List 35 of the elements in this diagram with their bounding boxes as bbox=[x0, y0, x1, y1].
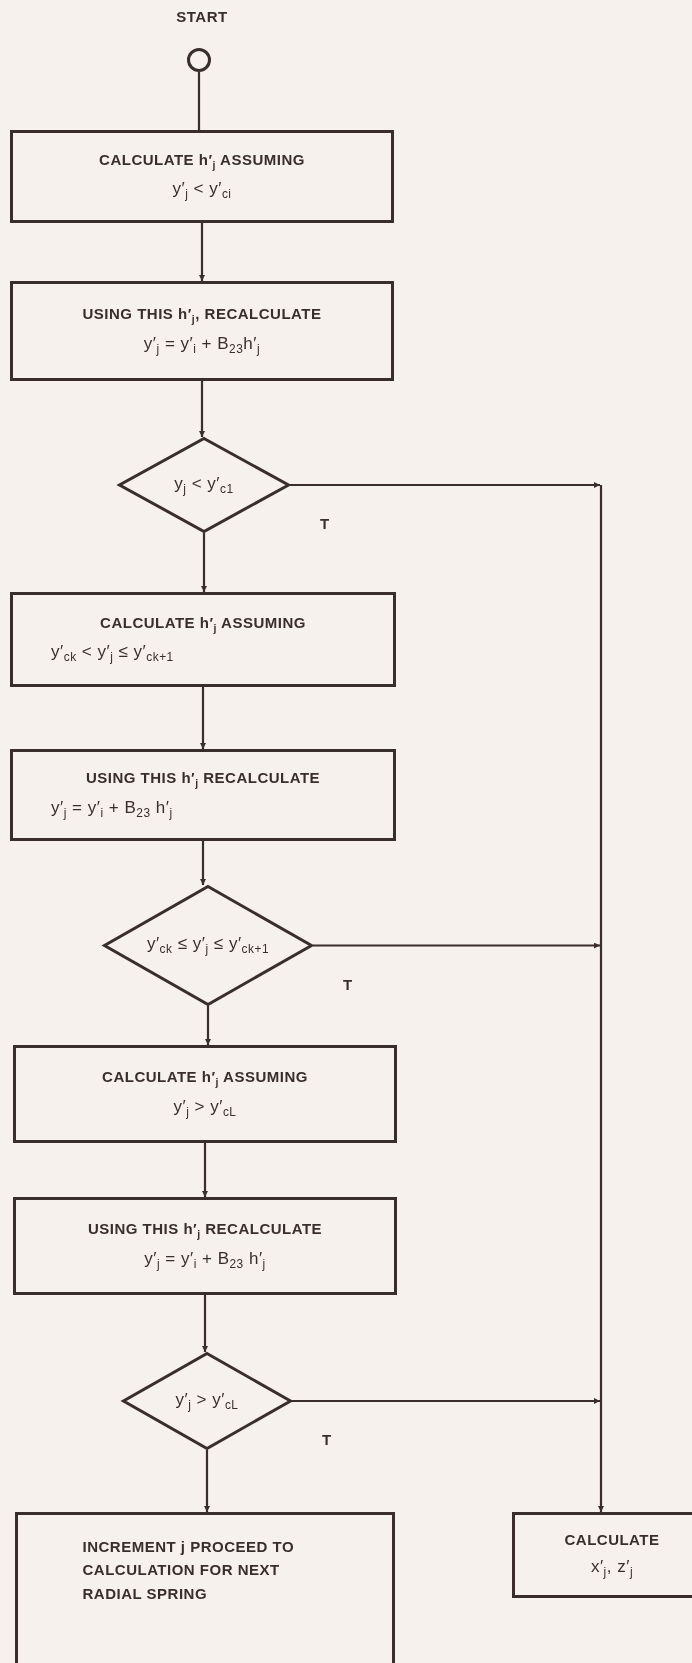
formula-text: y′$_{j}$ = y′$_{i}$ + B$_{23}$h′$_{j}$ bbox=[143, 333, 261, 357]
arrow bbox=[313, 942, 600, 949]
formula-text: x′$_{j}$, z′$_{j}$ bbox=[590, 1556, 634, 1580]
process-box bbox=[10, 592, 396, 687]
process-text: CALCULATE h′$_{j}$ ASSUMING bbox=[102, 1068, 308, 1089]
process-box bbox=[512, 1512, 692, 1598]
arrow bbox=[205, 1006, 211, 1045]
process-box bbox=[10, 130, 394, 223]
arrow bbox=[598, 485, 604, 1512]
process-text: CALCULATE h′$_{j}$ ASSUMING bbox=[99, 150, 305, 172]
connector-line bbox=[197, 72, 201, 130]
arrow bbox=[292, 1398, 600, 1404]
arrow bbox=[202, 1295, 208, 1352]
arrow bbox=[200, 687, 206, 749]
process-text: USING THIS h′$_{j}$ RECALCULATE bbox=[85, 769, 321, 790]
arrow bbox=[199, 381, 205, 437]
arrow bbox=[201, 533, 207, 592]
process-text: USING THIS h′$_{j}$, RECALCULATE bbox=[82, 305, 322, 326]
process-text: INCREMENT j PROCEED TO CALCULATION FOR NEXT RADIAL SPRING bbox=[82, 1537, 296, 1604]
formula-text: y′$_{j}$ = y′$_{i}$ + B$_{23}$ h′$_{j}$ bbox=[144, 1248, 266, 1272]
process-box bbox=[13, 1045, 397, 1143]
process-box bbox=[10, 749, 396, 841]
process-box bbox=[13, 1197, 397, 1295]
process-box bbox=[10, 281, 394, 381]
arrow bbox=[204, 1450, 210, 1512]
formula-text: y′$_{j}$ = y′$_{i}$ + B$_{23}$ h′$_{j}$ bbox=[51, 797, 173, 821]
process-text: USING THIS h′$_{j}$ RECALCULATE bbox=[87, 1220, 323, 1241]
arrow bbox=[200, 841, 206, 885]
arrow bbox=[290, 482, 600, 488]
process-text: CALCULATE h′$_{j}$ ASSUMING bbox=[100, 613, 306, 635]
start-label: START bbox=[175, 8, 229, 26]
process-text: CALCULATE bbox=[564, 1530, 660, 1549]
arrow bbox=[202, 1143, 208, 1197]
process-box bbox=[15, 1512, 395, 1663]
arrow bbox=[199, 223, 205, 281]
